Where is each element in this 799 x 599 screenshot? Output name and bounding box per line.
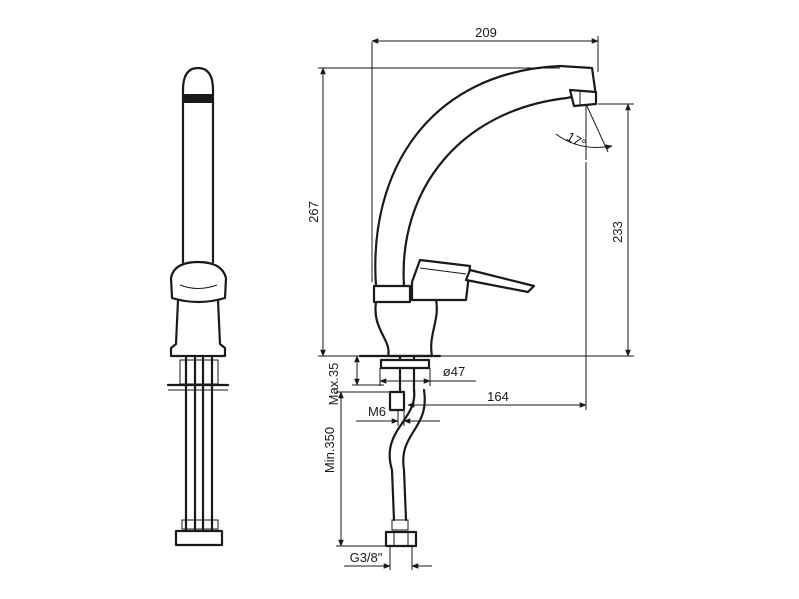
spout-aerator [568,88,598,108]
angle-arc [555,133,613,150]
body-base [374,298,438,358]
dim-max35-label: Max.35 [326,363,341,406]
side-view [166,66,230,547]
spout-inner [402,94,578,288]
lever-seam [419,267,467,275]
hose-end-nut [384,530,418,548]
side-fixing-nut [179,359,219,385]
side-hose-right [201,354,214,532]
side-body [169,298,227,358]
side-aerator [183,94,213,103]
fixing-nut [388,390,406,412]
dimensions: 209 267 233 17° Max.35 ø47 164 [306,25,634,570]
side-hose-fitting [181,519,219,530]
front-view [358,64,598,548]
fixing-plate [379,358,431,370]
hose-ferrule [391,519,409,531]
dim-209-label: 209 [475,25,497,40]
dim-267-label: 267 [306,201,321,223]
dim-164-label: 164 [487,389,509,404]
side-spout-top [181,66,215,92]
angle-ref-slanted [585,103,609,153]
lever-base [410,258,472,302]
body-collar [372,284,412,304]
dim-g38-label: G3/8" [350,550,383,565]
side-hose-left [184,354,197,532]
dim-min350-label: Min.350 [322,427,337,473]
lever-handle [464,268,536,294]
dim-233-label: 233 [610,221,625,243]
dim-angle-label: 17° [564,129,589,152]
dim-d47-label: ø47 [443,364,465,379]
side-lever-head [169,260,228,304]
side-lever-detail [179,284,218,289]
side-hose-nut [174,529,224,547]
side-spout-tube [181,88,215,264]
dim-m6-label: M6 [368,404,386,419]
